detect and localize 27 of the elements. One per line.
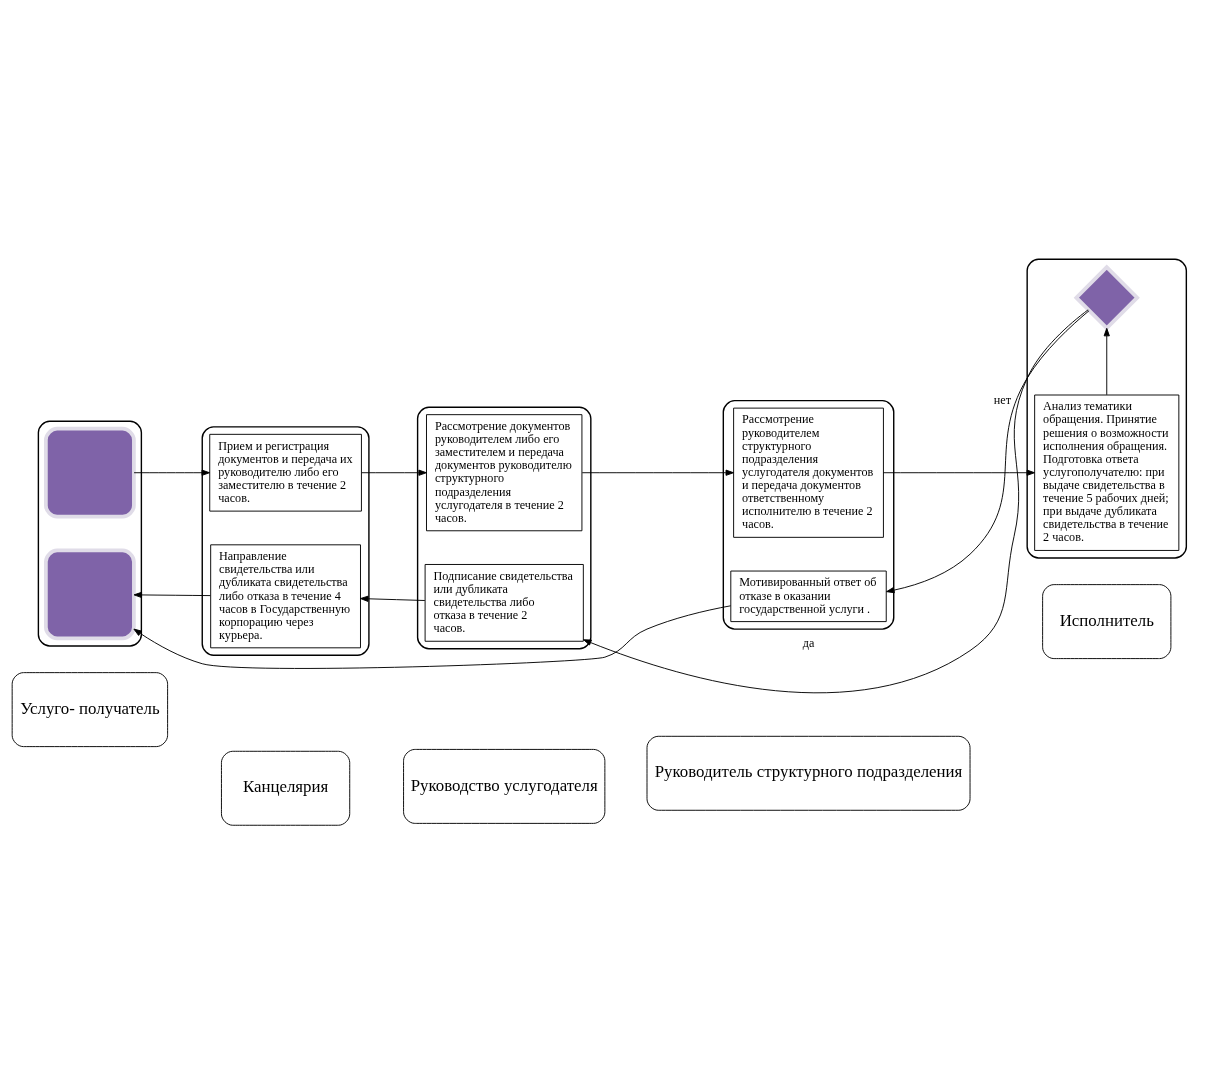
arrow <box>133 591 211 598</box>
edge-label: да <box>802 635 815 650</box>
arrow <box>581 469 734 476</box>
arrow <box>360 595 426 602</box>
arrow <box>361 469 427 476</box>
node-box: Рассмотрение руководителем структурного подразделения услугодателя документов и передача документов ответственному исполнителю в течение 2 часов. <box>733 407 884 538</box>
arrow <box>1103 327 1110 395</box>
node-box: Услуго- получатель <box>11 671 169 747</box>
node-box: Руководство услугодателя <box>403 748 606 824</box>
arrow <box>583 308 1089 693</box>
node-diamond <box>1073 264 1140 331</box>
node-box: Руководитель структурного подразделения <box>646 735 971 811</box>
node-box: Направление свидетельства или дубликата свидетельства либо отказа в течение 4 часов в Государственную корпорацию через курьера. <box>210 543 361 648</box>
node-box: Анализ тематики обращения. Принятие решения о возможности исполнения обращения. Подготовка ответа услугополучателю: при выдаче свидетельства в течение 5 рабочих дней; при выдаче дубликата свидетельства в течение 2 часов. <box>1034 394 1180 551</box>
node-box <box>44 548 136 640</box>
arrow <box>883 469 1035 476</box>
node-box: Канцелярия <box>220 750 351 826</box>
node-box: Подписание свидетельства или дубликата свидетельства либо отказа в течение 2 часов. <box>424 563 584 642</box>
node-box: Рассмотрение документов руководителем либо его заместителем и передача документов руководителю структурного подразделения услугодателя в течение 2 часов. <box>426 413 583 531</box>
edge-label: нет <box>993 392 1011 407</box>
arrow <box>133 469 210 476</box>
node-box: Мотивированный ответ об отказе в оказании государственной услуги . <box>730 570 887 622</box>
node-box <box>44 426 136 519</box>
arrow <box>133 604 732 669</box>
node-box: Исполнитель <box>1042 583 1172 659</box>
node-box: Прием и регистрация документов и передача их руководителю либо его заместителю в течение 2 часов. <box>209 433 362 512</box>
arrow <box>886 309 1090 593</box>
